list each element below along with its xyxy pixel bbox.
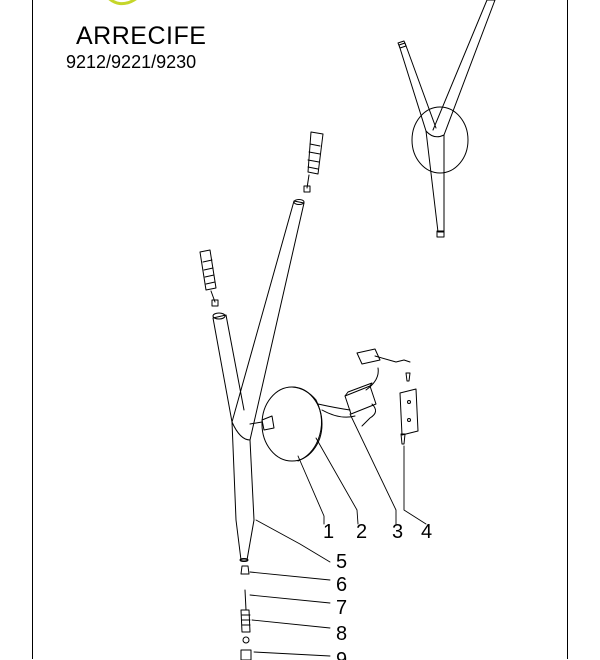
callout-7: 7 <box>336 597 347 619</box>
small-parts <box>240 565 252 660</box>
assembled-arm-left <box>398 42 437 132</box>
leader-5 <box>255 519 331 563</box>
lamp-body <box>212 199 323 562</box>
leader-8 <box>251 619 331 629</box>
transformer <box>317 348 411 427</box>
bulb-left <box>199 249 219 307</box>
assembled-stem <box>425 130 445 233</box>
leader-2 <box>315 437 359 525</box>
leader-lines <box>249 413 427 657</box>
model-numbers: 9212/9221/9230 <box>66 52 197 72</box>
callout-4: 4 <box>421 521 432 543</box>
callout-6: 6 <box>336 574 347 596</box>
product-title: ARRECIFE <box>76 22 207 50</box>
callout-3: 3 <box>392 521 403 543</box>
lamp-arm-left <box>212 314 245 423</box>
callout-8: 8 <box>336 623 347 645</box>
callout-numbers: 1 2 3 4 5 6 7 8 9 <box>323 521 432 660</box>
callout-9: 9 <box>336 649 347 660</box>
logo-icon <box>108 0 137 5</box>
leader-6 <box>249 571 331 581</box>
assembled-arm-right <box>432 0 496 136</box>
callout-5: 5 <box>336 551 347 573</box>
leader-4 <box>403 445 427 525</box>
leader-7 <box>249 594 331 604</box>
callout-1: 1 <box>323 521 334 543</box>
lamp-stem <box>231 421 255 561</box>
mounting-bracket <box>399 372 419 445</box>
leader-1 <box>297 455 325 525</box>
leader-9 <box>253 651 331 657</box>
page-frame <box>32 0 568 659</box>
assembled-end-cap <box>436 230 445 238</box>
assembled-wall-plate <box>411 106 469 174</box>
assembled-view <box>397 0 496 238</box>
bulb-right <box>303 131 324 193</box>
leader-3 <box>349 413 397 525</box>
lamp-arm-right <box>231 200 305 441</box>
callout-2: 2 <box>356 521 367 543</box>
